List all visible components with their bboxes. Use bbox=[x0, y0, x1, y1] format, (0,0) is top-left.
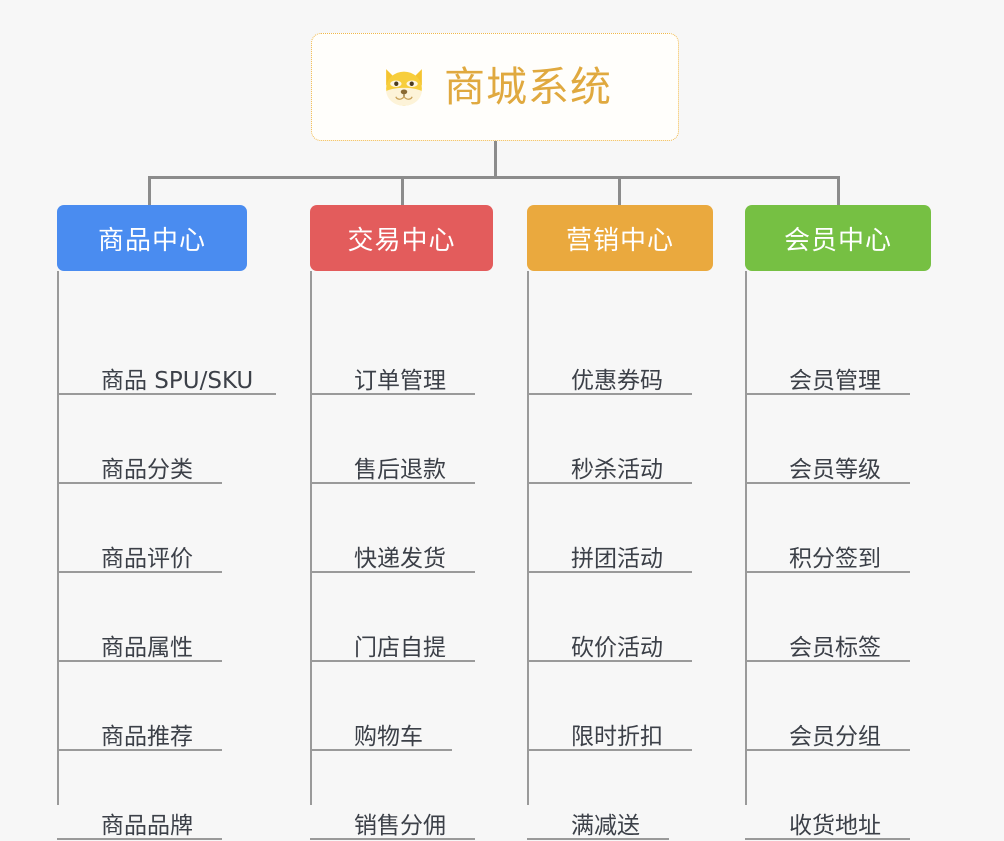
list-item[interactable]: 限时折扣 bbox=[527, 707, 692, 751]
list-item[interactable]: 优惠券码 bbox=[527, 351, 692, 395]
column-product-center: 商品中心 商品 SPU/SKU 商品分类 商品评价 商品属性 商品推荐 商品品牌 bbox=[57, 205, 276, 840]
category-label: 商品中心 bbox=[97, 225, 206, 256]
item-label: 积分签到 bbox=[789, 546, 881, 572]
list-item[interactable]: 购物车 bbox=[310, 707, 452, 751]
column-member-center: 会员中心 会员管理 会员等级 积分签到 会员标签 会员分组 收货地址 bbox=[745, 205, 931, 840]
list-item[interactable]: 拼团活动 bbox=[527, 529, 692, 573]
list-item[interactable]: 砍价活动 bbox=[527, 618, 692, 662]
item-label: 购物车 bbox=[354, 724, 423, 750]
branch-bus-line bbox=[148, 176, 840, 179]
list-item[interactable]: 商品品牌 bbox=[57, 796, 222, 840]
column-trunk bbox=[57, 271, 59, 805]
list-item[interactable]: 商品 SPU/SKU bbox=[57, 351, 276, 395]
list-item[interactable]: 满减送 bbox=[527, 796, 669, 840]
list-item[interactable]: 商品分类 bbox=[57, 440, 222, 484]
item-label: 商品 SPU/SKU bbox=[101, 368, 254, 394]
column-marketing-center: 营销中心 优惠券码 秒杀活动 拼团活动 砍价活动 限时折扣 满减送 bbox=[527, 205, 713, 840]
list-item[interactable]: 商品推荐 bbox=[57, 707, 222, 751]
list-item[interactable]: 订单管理 bbox=[310, 351, 475, 395]
list-item[interactable]: 门店自提 bbox=[310, 618, 475, 662]
category-label: 会员中心 bbox=[783, 225, 892, 256]
item-label: 商品评价 bbox=[101, 546, 193, 572]
item-label: 会员分组 bbox=[789, 724, 881, 750]
item-label: 会员等级 bbox=[789, 457, 881, 483]
list-item[interactable]: 会员标签 bbox=[745, 618, 910, 662]
category-header-product-center[interactable]: 商品中心 bbox=[57, 205, 247, 271]
item-label: 快递发货 bbox=[354, 546, 446, 572]
list-item[interactable]: 会员管理 bbox=[745, 351, 910, 395]
item-label: 优惠券码 bbox=[571, 368, 663, 394]
shiba-dog-face-icon bbox=[386, 69, 422, 106]
category-header-trade-center[interactable]: 交易中心 bbox=[310, 205, 493, 271]
list-item[interactable]: 销售分佣 bbox=[310, 796, 475, 840]
item-label: 门店自提 bbox=[354, 635, 446, 661]
list-item[interactable]: 会员等级 bbox=[745, 440, 910, 484]
drop-line-3 bbox=[618, 176, 621, 206]
column-trunk bbox=[527, 271, 529, 805]
list-item[interactable]: 快递发货 bbox=[310, 529, 475, 573]
column-trunk bbox=[310, 271, 312, 805]
list-item[interactable]: 售后退款 bbox=[310, 440, 475, 484]
item-label: 拼团活动 bbox=[571, 546, 663, 572]
column-trunk bbox=[745, 271, 747, 805]
item-label: 收货地址 bbox=[789, 813, 881, 839]
item-label: 商品推荐 bbox=[101, 724, 193, 750]
drop-line-2 bbox=[401, 176, 404, 206]
drop-line-1 bbox=[148, 176, 151, 206]
item-label: 满减送 bbox=[571, 813, 640, 839]
list-item[interactable]: 商品属性 bbox=[57, 618, 222, 662]
list-item[interactable]: 会员分组 bbox=[745, 707, 910, 751]
item-label: 销售分佣 bbox=[354, 813, 446, 839]
item-label: 订单管理 bbox=[354, 368, 446, 394]
list-item[interactable]: 商品评价 bbox=[57, 529, 222, 573]
list-item[interactable]: 积分签到 bbox=[745, 529, 910, 573]
drop-line-4 bbox=[837, 176, 840, 206]
root-title: 商城系统 bbox=[444, 62, 612, 111]
category-header-marketing-center[interactable]: 营销中心 bbox=[527, 205, 713, 271]
item-label: 商品分类 bbox=[101, 457, 193, 483]
root-stem-line bbox=[494, 141, 497, 178]
item-label: 限时折扣 bbox=[571, 724, 663, 750]
category-label: 营销中心 bbox=[565, 225, 674, 256]
item-label: 售后退款 bbox=[354, 457, 446, 483]
list-item[interactable]: 收货地址 bbox=[745, 796, 910, 840]
item-label: 秒杀活动 bbox=[571, 457, 663, 483]
list-item[interactable]: 秒杀活动 bbox=[527, 440, 692, 484]
category-header-member-center[interactable]: 会员中心 bbox=[745, 205, 931, 271]
column-trade-center: 交易中心 订单管理 售后退款 快递发货 门店自提 购物车 销售分佣 bbox=[310, 205, 493, 840]
item-label: 砍价活动 bbox=[571, 635, 663, 661]
item-label: 商品品牌 bbox=[101, 813, 193, 839]
item-label: 会员标签 bbox=[789, 635, 881, 661]
root-node[interactable]: 商城系统 bbox=[311, 33, 679, 141]
item-label: 会员管理 bbox=[789, 368, 881, 394]
category-label: 交易中心 bbox=[347, 225, 456, 256]
item-label: 商品属性 bbox=[101, 635, 193, 661]
